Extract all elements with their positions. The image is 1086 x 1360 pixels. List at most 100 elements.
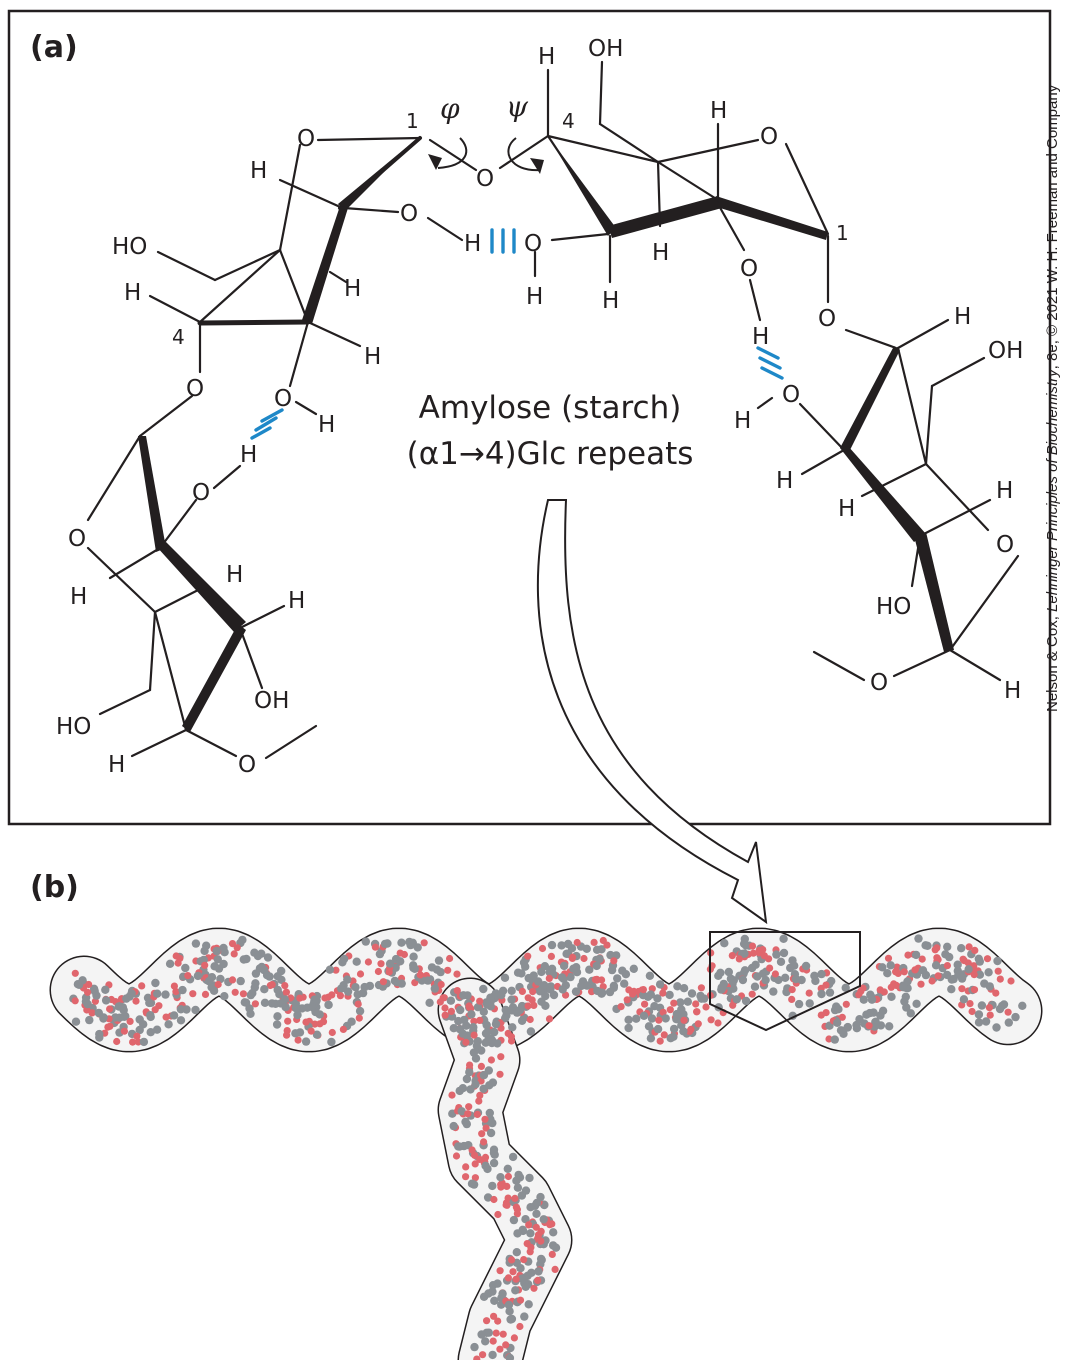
- oxygen-atom: [476, 997, 484, 1005]
- carbon-atom: [293, 1010, 302, 1020]
- carbon-atom: [532, 1209, 541, 1219]
- carbon-atom: [509, 1215, 519, 1225]
- ring3-oh: OH: [254, 688, 289, 714]
- carbon-atom: [539, 1215, 548, 1224]
- carbon-atom: [517, 969, 526, 978]
- carbon-atom: [720, 939, 729, 948]
- carbon-atom: [699, 994, 709, 1003]
- oxygen-atom: [487, 1056, 495, 1064]
- oxygen-atom: [656, 1037, 664, 1045]
- carbon-atom: [462, 1031, 472, 1040]
- oxygen-atom: [970, 971, 978, 979]
- oxygen-atom: [296, 994, 304, 1002]
- carbon-atom: [526, 1027, 536, 1036]
- ring4-oxygen: O: [996, 532, 1014, 558]
- carbon-atom: [769, 987, 778, 996]
- ring2-o3: O: [524, 231, 542, 257]
- carbon-atom: [260, 998, 270, 1007]
- carbon-atom: [454, 1142, 463, 1151]
- carbon-atom: [446, 996, 456, 1005]
- phi-label: φ: [440, 92, 460, 125]
- oxygen-atom: [518, 987, 527, 996]
- carbon-atom: [161, 990, 170, 999]
- carbon-atom: [423, 976, 433, 985]
- callout-arrow: [536, 499, 768, 925]
- carbon-atom: [385, 959, 395, 968]
- carbon-atom: [683, 997, 692, 1006]
- carbon-atom: [676, 998, 685, 1007]
- carbon-atom: [974, 954, 983, 963]
- oxygen-atom: [462, 1038, 470, 1046]
- oxygen-atom: [284, 1017, 292, 1025]
- carbon-atom: [592, 945, 602, 954]
- carbon-atom: [669, 1024, 679, 1034]
- carbon-atom: [181, 963, 190, 973]
- oxygen-atom: [509, 1268, 517, 1276]
- carbon-atom: [624, 1023, 633, 1033]
- oxygen-atom: [480, 1138, 488, 1146]
- carbon-atom: [471, 1054, 481, 1063]
- carbon-atom: [679, 1010, 688, 1019]
- carbon-atom: [1011, 1012, 1020, 1022]
- carbon-atom: [139, 1037, 149, 1047]
- carbon-atom: [165, 959, 175, 968]
- oxygen-atom: [994, 967, 1002, 975]
- oxygen-atom: [420, 939, 428, 947]
- oxygen-atom: [446, 954, 454, 963]
- carbon-atom: [859, 995, 868, 1004]
- carbon-atom: [957, 974, 967, 983]
- oxygen-atom: [546, 1221, 554, 1229]
- carbon-atom: [513, 1183, 523, 1192]
- carbon-atom: [843, 1022, 852, 1032]
- panel-b-label: (b): [30, 870, 79, 905]
- carbon-atom: [212, 946, 221, 956]
- oxygen-atom: [496, 1070, 504, 1078]
- carbon-atom: [301, 1037, 311, 1046]
- carbon-atom: [827, 976, 836, 986]
- glucose-ring-4: [756, 318, 1020, 682]
- carbon-atom: [504, 1300, 514, 1310]
- oxygen-atom: [371, 943, 379, 951]
- oxygen-atom: [697, 984, 706, 992]
- oxygen-atom: [965, 943, 973, 951]
- carbon-atom: [558, 985, 567, 994]
- carbon-atom: [557, 941, 566, 950]
- carbon-atom: [479, 1007, 488, 1016]
- carbon-atom: [135, 1025, 144, 1035]
- oxygen-atom: [545, 974, 553, 983]
- carbon-atom: [801, 961, 811, 971]
- carbon-atom: [498, 1289, 507, 1298]
- ring2-h3: H: [526, 284, 543, 310]
- carbon-atom: [833, 1018, 842, 1027]
- oxygen-atom: [931, 946, 939, 954]
- carbon-atom: [547, 940, 557, 950]
- oxygen-atom: [928, 977, 936, 985]
- oxygen-atom: [707, 1016, 715, 1024]
- ring1-o3: O: [274, 386, 292, 412]
- carbon-atom: [83, 1000, 92, 1009]
- oxygen-atom: [416, 971, 424, 979]
- carbon-atom: [751, 960, 760, 969]
- carbon-atom: [741, 941, 751, 950]
- caption-line-2: (α1→4)Glc repeats: [406, 436, 694, 472]
- oxygen-atom: [481, 1153, 490, 1161]
- oxygen-atom: [377, 960, 385, 968]
- carbon-atom: [255, 964, 265, 973]
- oxygen-atom: [865, 1022, 873, 1030]
- credit-book-title: Lehninger Principles of Biochemistry: [1044, 369, 1061, 612]
- oxygen-atom: [473, 1355, 481, 1360]
- oxygen-atom: [508, 1256, 516, 1264]
- oxygen-atom: [230, 950, 238, 958]
- oxygen-atom: [151, 1006, 159, 1014]
- oxygen-atom: [453, 970, 461, 978]
- carbon-atom: [687, 989, 697, 998]
- carbon-atom: [624, 1015, 633, 1024]
- panel-a-label: (a): [30, 30, 78, 65]
- oxygen-atom: [379, 978, 387, 986]
- oxygen-atom: [598, 976, 606, 984]
- carbon-atom: [525, 1173, 534, 1183]
- carbon-atom: [434, 956, 444, 965]
- carbon-atom: [534, 1267, 543, 1276]
- oxygen-atom: [120, 1027, 128, 1035]
